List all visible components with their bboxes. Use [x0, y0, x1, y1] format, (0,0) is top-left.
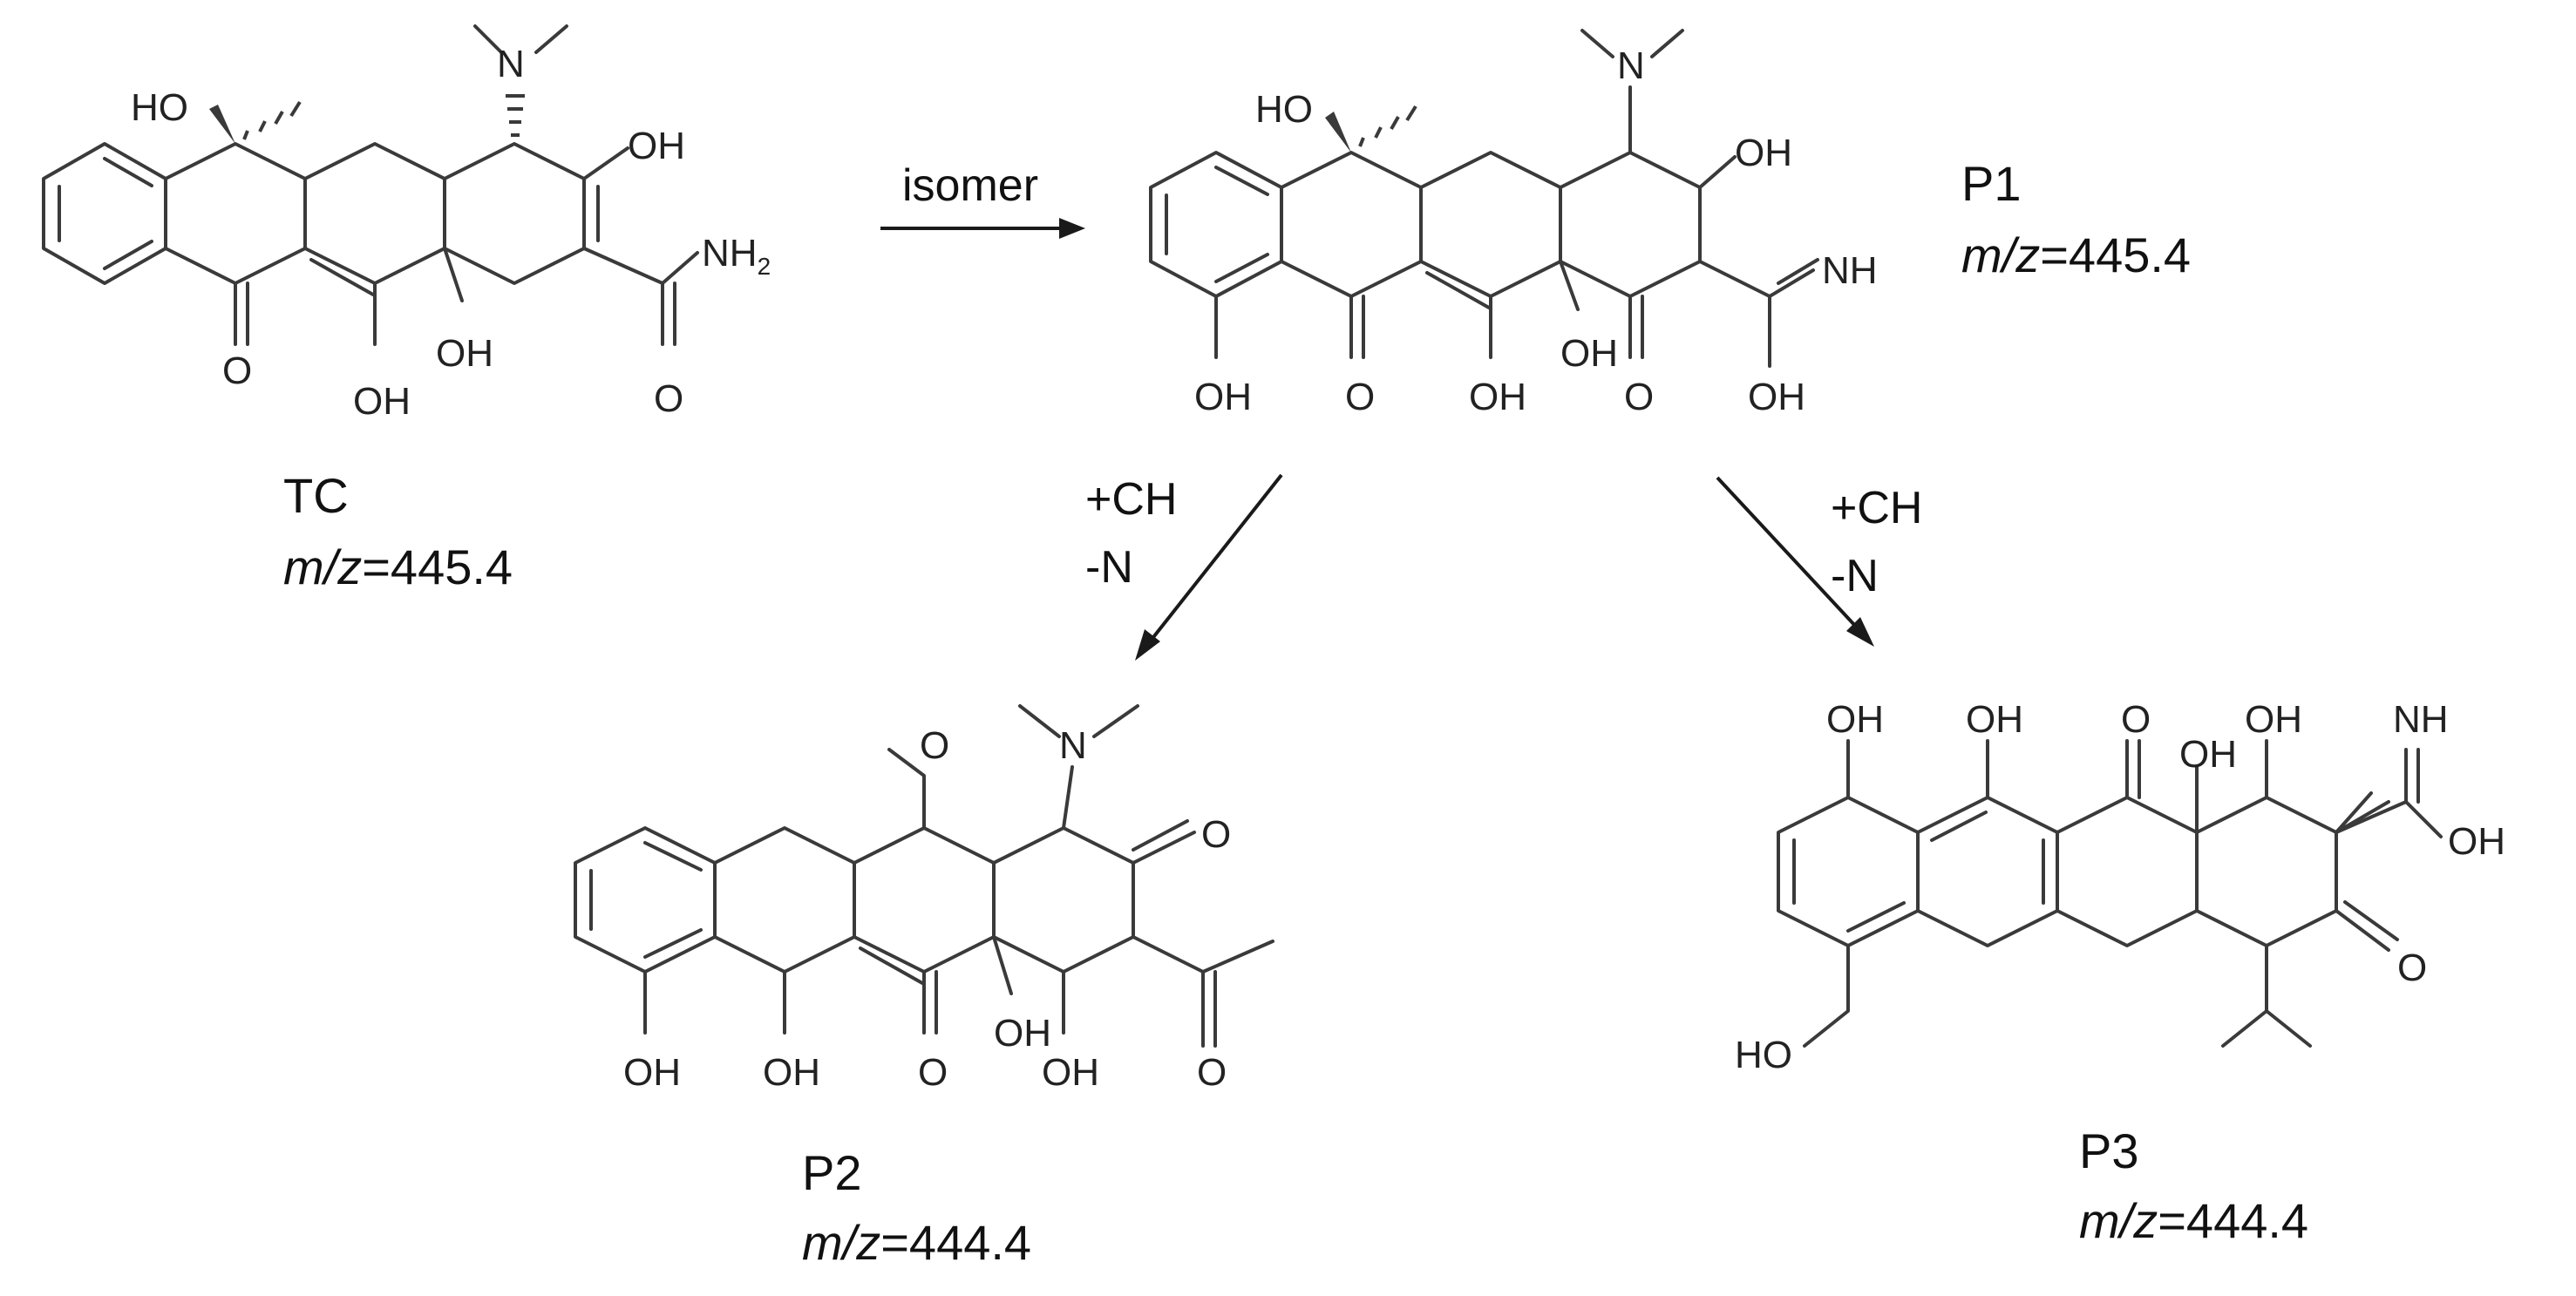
tc-oh-atom: OH: [628, 125, 685, 167]
p2-oh-atom: OH: [763, 1051, 820, 1094]
p3-oh-atom: OH: [1966, 698, 2023, 741]
p2-oh-atom: OH: [623, 1051, 681, 1094]
arrow-to-p2: [1135, 473, 1283, 661]
p1-name: P1: [1961, 156, 2022, 211]
left-add-label: +CH: [1085, 474, 1177, 525]
left-remove-label: -N: [1085, 542, 1133, 593]
p3-oh-atom: OH: [2179, 733, 2237, 776]
p3-oh-atom: OH: [1826, 698, 1884, 741]
p3-nh-atom: NH: [2393, 698, 2449, 741]
tc-oh-atom: OH: [353, 380, 411, 423]
p2-oh-atom: OH: [994, 1012, 1051, 1055]
tc-n-atom: N: [497, 43, 525, 85]
p1-o-atom: O: [1345, 376, 1375, 418]
p1-nh-atom: NH: [1822, 249, 1878, 292]
p3-structure: OH OH O OH OH NH OH O HO: [1735, 698, 2505, 1076]
tc-mz: m/z=445.4: [283, 539, 513, 594]
p2-name: P2: [802, 1145, 862, 1200]
right-add-label: +CH: [1831, 483, 1922, 533]
tc-name: TC: [283, 468, 349, 523]
tc-o-atom: O: [222, 349, 252, 392]
p2-n-atom: N: [1059, 724, 1087, 767]
p1-o-atom: O: [1624, 376, 1654, 418]
p2-o-atom: O: [1201, 813, 1231, 856]
p2-structure: O N O OH OH O OH OH O: [574, 704, 1274, 1094]
arrow-to-p3: [1716, 476, 1874, 647]
p3-mz: m/z=444.4: [2079, 1193, 2308, 1248]
p2-o-atom: O: [1197, 1051, 1227, 1094]
tc-nh2-atom: NH2: [702, 232, 771, 280]
tc-ho-atom: HO: [131, 86, 188, 129]
p1-oh-atom: OH: [1560, 332, 1618, 375]
right-remove-label: -N: [1831, 551, 1879, 601]
p1-oh-atom: OH: [1194, 376, 1252, 418]
p1-ho-atom: HO: [1255, 88, 1313, 131]
isomer-label: isomer: [902, 160, 1038, 211]
p1-mz: m/z=445.4: [1961, 227, 2191, 282]
p3-ho-atom: HO: [1735, 1034, 1792, 1076]
tc-o-atom: O: [654, 377, 683, 420]
p1-structure: N HO OH NH OH O OH OH O OH: [1149, 29, 1878, 418]
p3-name: P3: [2079, 1123, 2139, 1178]
p2-mz: m/z=444.4: [802, 1215, 1031, 1270]
tc-structure: N HO OH O OH OH NH2 O: [42, 24, 771, 423]
p1-oh-atom: OH: [1735, 132, 1792, 174]
p3-o-atom: O: [2397, 947, 2427, 989]
p3-oh-atom: OH: [2448, 820, 2505, 863]
p1-oh-atom: OH: [1469, 376, 1526, 418]
p2-o-atom: O: [918, 1051, 948, 1094]
tc-oh-atom: OH: [436, 332, 493, 375]
p1-oh-atom: OH: [1748, 376, 1805, 418]
p2-o-atom: O: [920, 724, 949, 767]
p3-oh-atom: OH: [2245, 698, 2302, 741]
p3-o-atom: O: [2121, 698, 2151, 741]
p1-n-atom: N: [1617, 44, 1645, 87]
isomer-arrow: [880, 218, 1085, 239]
p2-oh-atom: OH: [1042, 1051, 1099, 1094]
